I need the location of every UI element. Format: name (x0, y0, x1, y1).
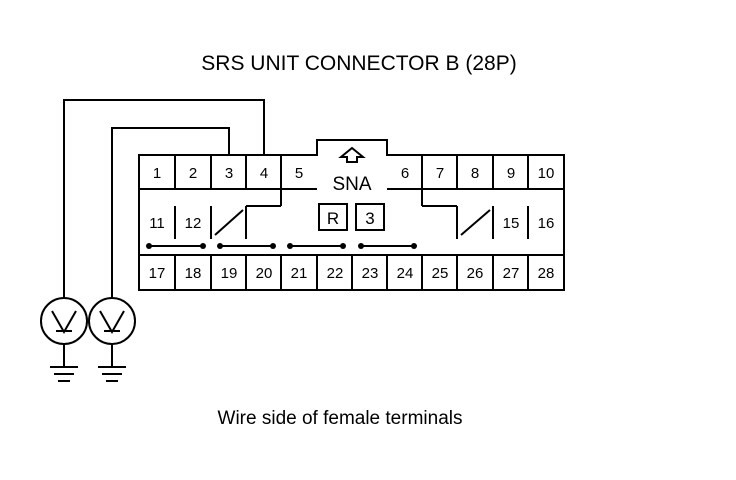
diagram-caption: Wire side of female terminals (218, 408, 463, 429)
pin-label: 28 (538, 265, 555, 282)
pin-label: 16 (538, 215, 555, 232)
pin-label: 27 (503, 265, 520, 282)
mark-3: 3 (365, 209, 374, 228)
pin-label: 18 (185, 265, 202, 282)
pin-label: 15 (503, 215, 520, 232)
pin-label: 11 (149, 215, 165, 232)
voltmeter-icon (40, 297, 88, 345)
mark-box-3 (355, 203, 385, 231)
pin-label: 5 (295, 165, 303, 182)
mark-box-r (318, 203, 348, 231)
pin-label: 4 (260, 165, 268, 182)
test-lead-3 (111, 127, 230, 298)
pin-label: 17 (149, 265, 166, 282)
pin-label: 7 (436, 165, 444, 182)
pin-label: 1 (153, 165, 161, 182)
diagram-title: SRS UNIT CONNECTOR B (28P) (201, 52, 516, 75)
pin-label: 19 (221, 265, 238, 282)
pin-label: 25 (432, 265, 449, 282)
ground-icon (98, 344, 126, 382)
pin-label: 12 (185, 215, 202, 232)
pin-label: 22 (327, 265, 344, 282)
arrow-up-icon (338, 146, 366, 163)
shorting-bar-dots (146, 243, 417, 249)
mark-r: R (327, 209, 339, 228)
pin-label: 9 (507, 165, 515, 182)
blocked-cavity-13 (214, 209, 244, 236)
pin-label: 23 (362, 265, 379, 282)
pin-label: 20 (256, 265, 273, 282)
ground-icon (50, 344, 78, 382)
voltmeter-icon (88, 297, 136, 345)
pin-label: 3 (225, 165, 233, 182)
pin-label: 6 (401, 165, 409, 182)
pin-label: 26 (467, 265, 484, 282)
blocked-cavity-14 (460, 209, 491, 236)
key-label: SNA (332, 174, 371, 195)
pin-label: 21 (291, 265, 308, 282)
pin-label: 8 (471, 165, 479, 182)
pin-label: 10 (538, 165, 555, 182)
pin-label: 2 (189, 165, 197, 182)
pin-label: 24 (397, 265, 414, 282)
test-lead-4 (63, 99, 265, 298)
